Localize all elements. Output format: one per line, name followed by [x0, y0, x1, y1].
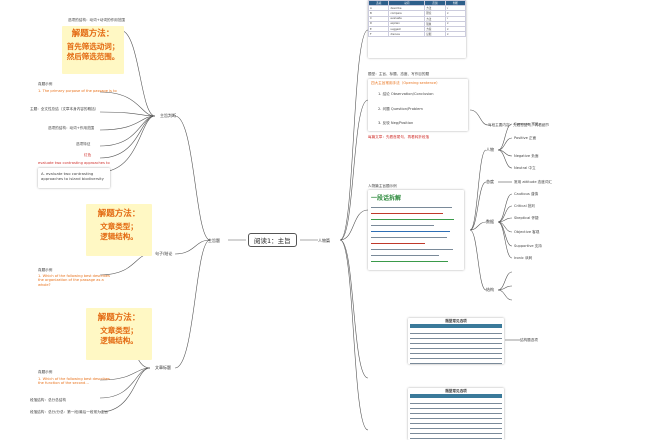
example-label: 人物篇主旨题示例 — [368, 184, 397, 188]
bottom-table-2-card: 题型常见选项 — [408, 388, 504, 440]
right-leaf-10: Ironic 讽刺 — [514, 256, 533, 260]
right-leaf-6: Critical 批判 — [514, 204, 535, 208]
right-leaf-5: Cautious 谨慎 — [514, 192, 539, 196]
method-card-1-line-1: 首先筛选动词； — [66, 42, 120, 51]
right-leaf-8: Objective 客观 — [514, 230, 540, 234]
method-card-3-line-1: 文章类型； — [100, 326, 138, 335]
bottom-table-1-header — [410, 324, 502, 329]
example-passage-lines — [368, 202, 464, 266]
bottom-table-2-rows — [410, 399, 502, 440]
left-sub-branch-1[interactable]: 主旨判断 — [160, 113, 176, 119]
right-branch-data-label: 数据 — [486, 219, 494, 224]
q1-note-3: 选项特征 — [76, 142, 91, 146]
technique-1: 1. 结论 Observation/Conclusion — [378, 92, 434, 97]
answer-highlight: evaluate two contrasting approaches to — [38, 161, 110, 165]
method-card-2-line-2: 逻辑结构。 — [100, 232, 138, 241]
answer-text: A. evaluate two contrasting approaches t… — [41, 171, 104, 181]
right-branch-people[interactable]: 人物 — [486, 147, 494, 153]
bottom-table-2-title: 题型常见选项 — [445, 389, 467, 393]
right-main-branch[interactable]: 人物篇 — [318, 238, 330, 244]
right-branch-people-label: 人物 — [486, 147, 494, 152]
q2-label: 真题示例 — [38, 268, 53, 272]
method-card-3: 解题方法： 文章类型； 逻辑结构。 — [86, 308, 152, 360]
right-leaf-4: Neutral 中立 — [514, 166, 536, 170]
bottom-note-1: 段落结构：总分总结构 — [30, 398, 66, 402]
q1-label: 真题示例 — [38, 82, 53, 86]
central-topic-label: 阅读1：主旨 — [254, 237, 291, 245]
right-leaf-1: Common 常见 — [514, 122, 539, 126]
right-branch-attitude-label: 态度 — [486, 179, 494, 184]
q1-note-2: 选项的结构：动词+作用范围 — [48, 126, 95, 130]
right-leaf-3: Negative 负面 — [514, 154, 539, 158]
table-cell: F — [367, 31, 390, 38]
left-main-branch-label: 主旨题 — [208, 238, 220, 243]
passage-head: 题型：主旨、标题、态度、写作目的题 — [368, 72, 430, 76]
method-card-2: 解题方法： 文章类型； 逻辑结构。 — [86, 204, 152, 256]
example-passage-card: 一段话拆解 — [368, 190, 464, 270]
method-card-3-line-2: 逻辑结构。 — [100, 336, 138, 345]
left-sub-branch-3[interactable]: 文章标题 — [155, 365, 171, 371]
technique-2: 2. 问题 Question/Problem — [378, 106, 423, 111]
q2-text: 1. Which of the following best describes… — [38, 274, 110, 287]
left-sub-branch-1-label: 主旨判断 — [160, 113, 176, 118]
bottom-table-1-title: 题型常见选项 — [445, 319, 467, 323]
method-card-3-title: 解题方法： — [97, 313, 141, 323]
method-card-1-line-2: 然后筛选范围。 — [66, 52, 120, 61]
method-card-1-title: 解题方法： — [71, 29, 115, 39]
right-branch-structure-label: 结构 — [486, 287, 494, 292]
q1-note-1: 主题：全文性总结（文章本身内容的概括） — [30, 107, 99, 111]
q3-label: 真题示例 — [38, 370, 53, 374]
q3-text: 1. Which of the following best describes… — [38, 377, 110, 386]
table-cell: × — [444, 31, 467, 38]
example-passage-title: 一段话拆解 — [371, 195, 402, 202]
right-branch-structure[interactable]: 结构 — [486, 287, 494, 293]
q1-text: 1. The primary purpose of the passage is… — [38, 89, 117, 93]
right-leaf-9: Supportive 支持 — [514, 244, 542, 248]
method-card-2-line-1: 文章类型； — [100, 222, 138, 231]
techniques-card: 四大主旨常用手法（Opening sentence） 1. 结论 Observa… — [368, 79, 468, 131]
techniques-title: 四大主旨常用手法（Opening sentence） — [371, 81, 440, 85]
bottom-caption: 结构题选项 — [520, 338, 538, 342]
bottom-table-1-card: 题型常见选项 — [408, 318, 504, 365]
method-card-1: 解题方法： 首先筛选动词； 然后筛选范围。 — [62, 26, 124, 74]
right-branch-attitude[interactable]: 态度 — [486, 179, 494, 185]
left-main-branch[interactable]: 主旨题 — [208, 238, 220, 244]
bottom-table-1-rows — [410, 329, 502, 365]
technique-footer: 每篇文章：先看首尾句，再看转折段落 — [368, 135, 430, 139]
bottom-table-2-header — [410, 394, 502, 399]
q1-note-4: 红色 — [84, 153, 92, 157]
technique-3: 3. 反驳 Neg/Position — [378, 121, 414, 126]
structure-note: 每段主要内容：先看总结句，再看细节 — [488, 123, 550, 127]
table-cell: 证据 — [424, 31, 446, 38]
answer-card: A. evaluate two contrasting approaches t… — [38, 168, 110, 188]
left-sub-branch-2[interactable]: 句子/结论 — [155, 251, 172, 257]
table-cell: discuss — [388, 31, 426, 38]
left-sub-branch-3-label: 文章标题 — [155, 365, 171, 370]
right-branch-data[interactable]: 数据 — [486, 219, 494, 225]
method-card-2-title: 解题方法： — [97, 209, 141, 219]
right-main-branch-label: 人物篇 — [318, 238, 330, 243]
bottom-note-2: 段落结构：总分/分总：第一段/最后一段常为主旨 — [30, 410, 108, 414]
central-topic[interactable]: 阅读1：主旨 — [248, 233, 297, 247]
right-leaf-2: Positive 正面 — [514, 136, 537, 140]
left-sub-branch-2-label: 句子/结论 — [155, 251, 173, 256]
mid-note: 常用 attitude 态度词汇 — [514, 180, 553, 184]
top-caption: 选项的结构：动词+动词的作用范围 — [68, 18, 125, 22]
right-leaf-7: Skeptical 怀疑 — [514, 216, 539, 220]
